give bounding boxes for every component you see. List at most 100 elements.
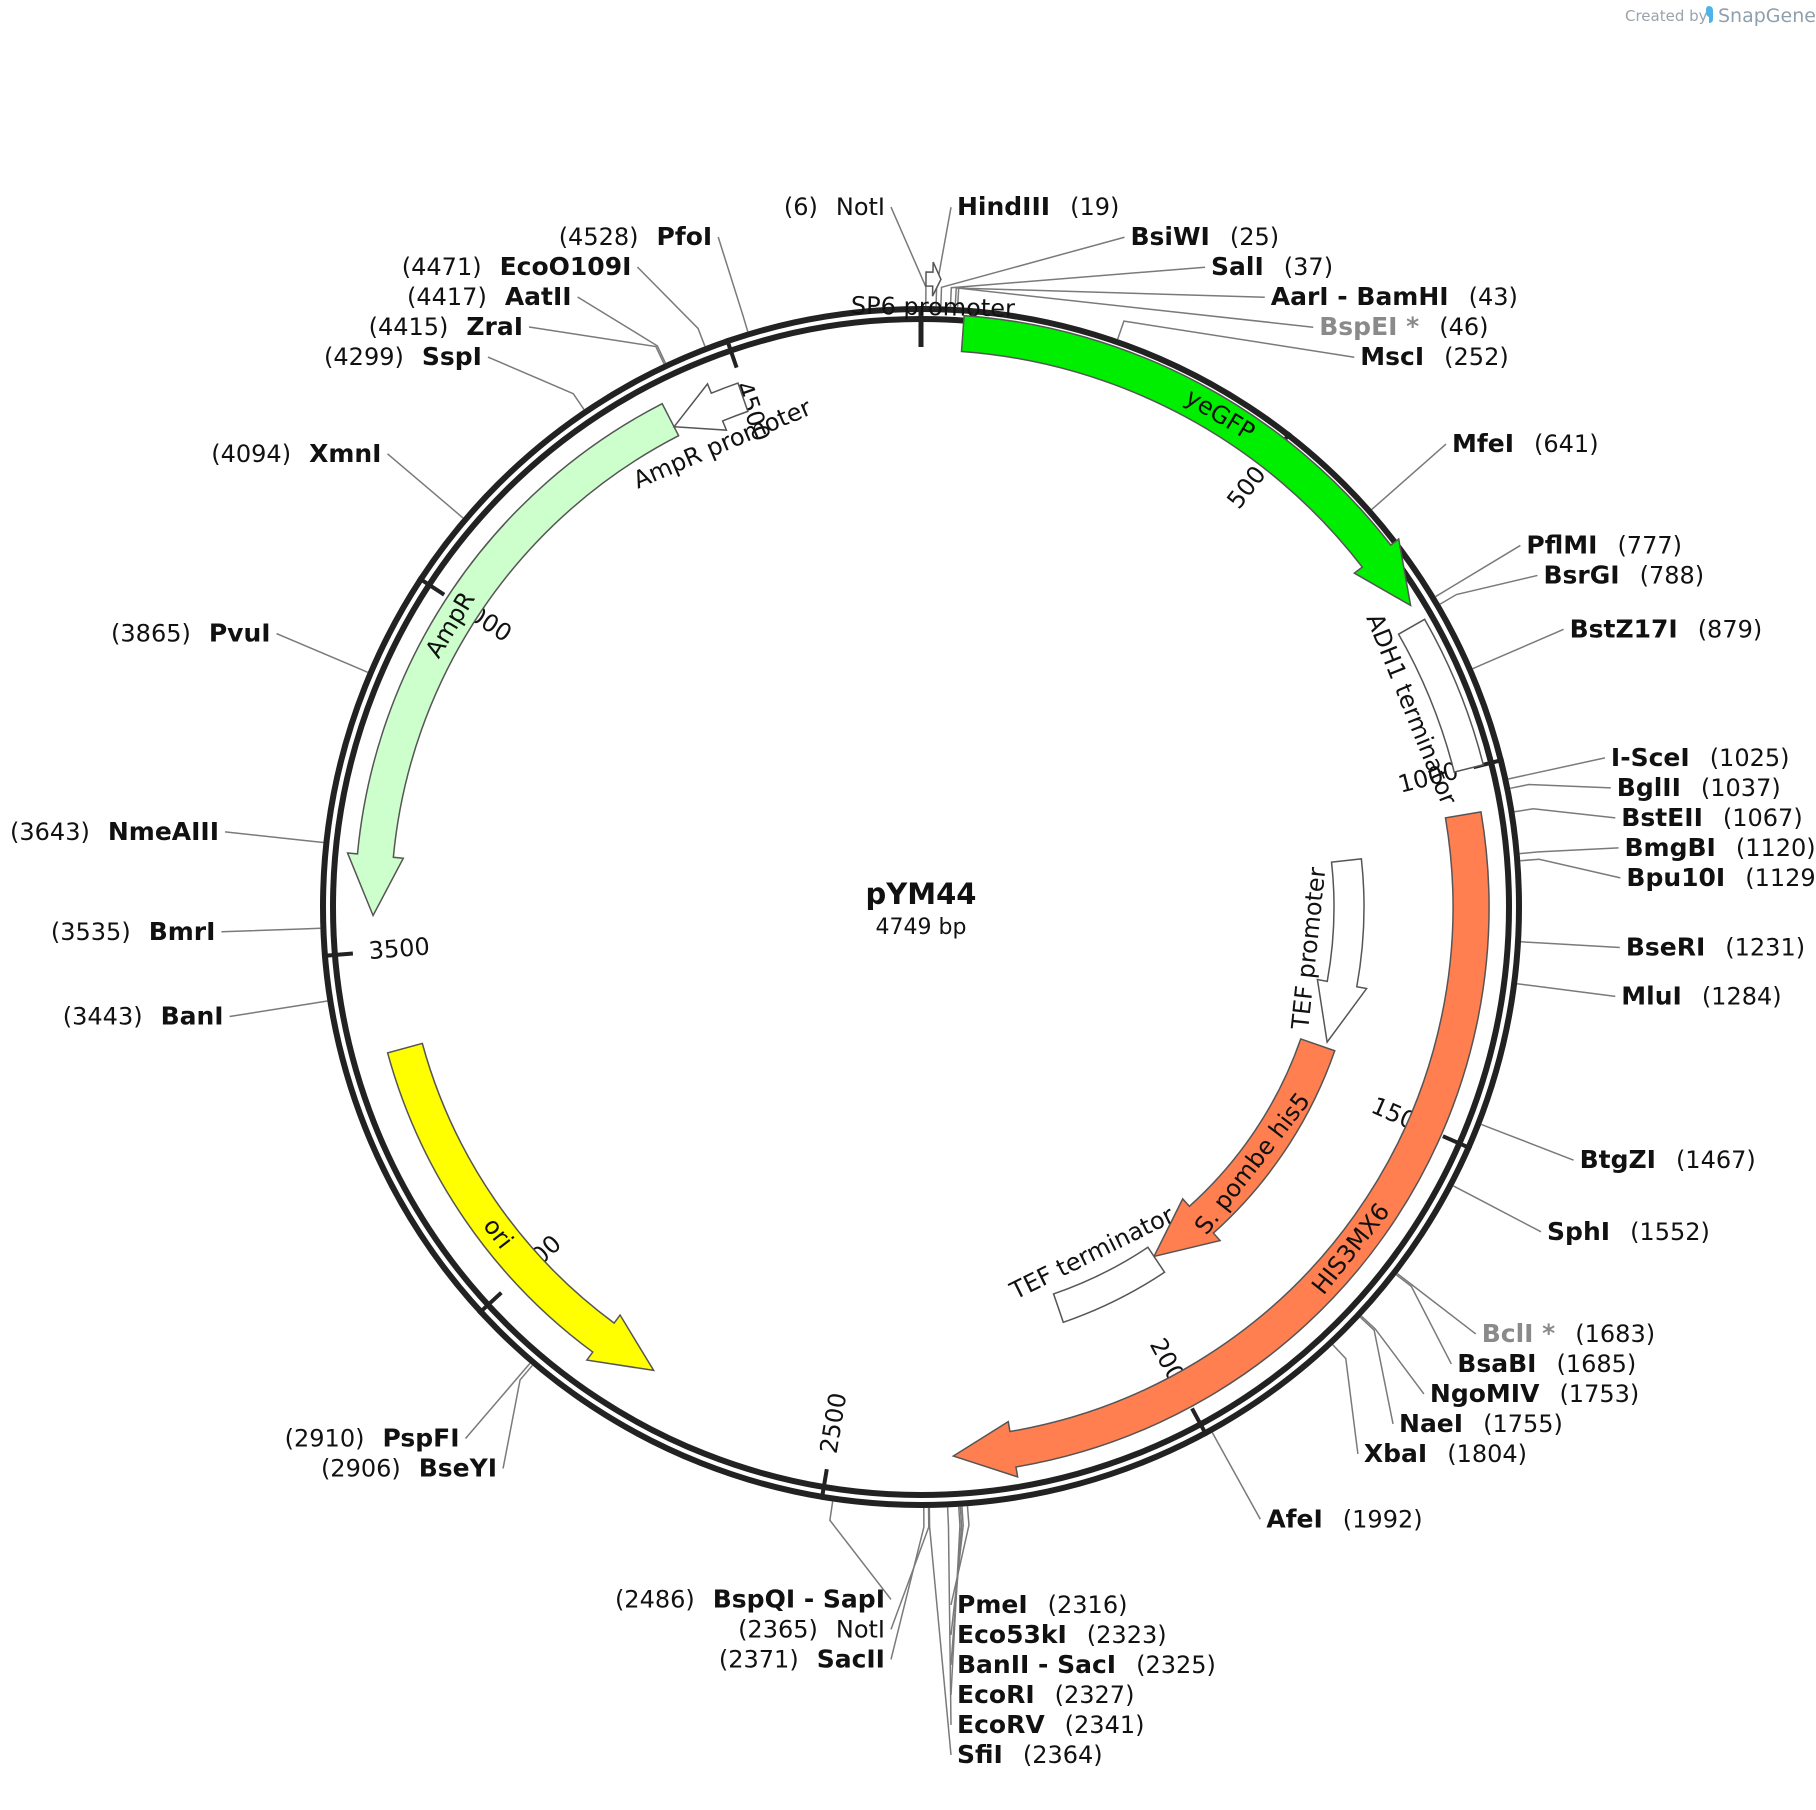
site-leader-btgzi-1467 (1481, 1123, 1574, 1161)
site-leader-pspfi-2910 (464, 1362, 531, 1440)
site-leader-bcli-1683 (1396, 1272, 1477, 1335)
site-label-pmei-2316: PmeI(2316) (957, 1590, 1127, 1619)
site-label-bsrgi-788: BsrGI(788) (1543, 560, 1704, 589)
site-leader-bglii-1037 (1510, 783, 1611, 790)
site-leader-sspi-4299 (487, 356, 585, 410)
site-leader-mlui-1284 (1516, 982, 1616, 998)
site-leader-i-scei-1025 (1508, 757, 1606, 780)
site-label-i-scei-1025: I-SceI(1025) (1611, 743, 1790, 772)
feature-s-pombe-his5 (1152, 1037, 1336, 1258)
site-label-xmni-4094: (4094)XmnI (211, 439, 381, 468)
tick-mark-3000 (477, 1291, 503, 1316)
site-leader-bsrgi-788 (1439, 574, 1538, 605)
site-label-eco53ki-2323: Eco53kI(2323) (957, 1620, 1167, 1649)
site-leader-bmgbi-1120 (1519, 847, 1619, 855)
site-leader-aatii-4417 (577, 296, 667, 364)
site-leader-naei-1755 (1359, 1316, 1394, 1425)
site-leader-sfii-2364 (928, 1507, 952, 1755)
site-leader-bsteii-1067 (1514, 808, 1616, 819)
site-leader-nmeaiii-3643 (224, 831, 324, 844)
site-leader-ecorv-2341 (946, 1507, 952, 1725)
site-label-xbai-1804: XbaI(1804) (1364, 1439, 1527, 1468)
site-label-bsteii-1067: BstEII(1067) (1621, 803, 1802, 832)
plasmid-name: pYM44 (866, 877, 977, 911)
site-leader-bspei-46 (956, 287, 1314, 328)
site-label-sfii-2364: SfiI(2364) (957, 1740, 1103, 1769)
site-label-sspi-4299: (4299)SspI (324, 342, 482, 371)
site-leader-pfoi-4528 (717, 236, 749, 332)
site-label-bpu10i-1129: Bpu10I(1129) (1626, 863, 1816, 892)
site-label-aari-bamhi-43: AarI - BamHI(43) (1271, 282, 1518, 311)
credit-text: Created by (1625, 7, 1708, 25)
site-label-bstz17i-879: BstZ17I(879) (1570, 614, 1763, 643)
tick-label-2500: 2500 (815, 1391, 853, 1456)
site-label-bani-3443: (3443)BanI (63, 1002, 224, 1031)
site-leader-sphi-1552 (1453, 1185, 1542, 1233)
site-leader-bseyi-2906 (502, 1364, 533, 1469)
brand-text: SnapGene (1718, 5, 1816, 27)
site-leader-eco53ki-2323 (950, 1506, 964, 1635)
plasmid-length: 4749 bp (876, 915, 967, 940)
site-leader-bsiwi-25 (940, 236, 1125, 307)
site-label-pfoi-4528: (4528)PfoI (559, 222, 713, 251)
site-leader-bmri-3535 (221, 927, 321, 933)
feature-ampr-promoter (672, 382, 749, 432)
feature-his3mx6 (951, 810, 1490, 1478)
site-leader-bseri-1231 (1520, 941, 1620, 949)
site-label-hindiii-19: HindIII(19) (957, 192, 1119, 221)
feature-tef-promoter (1316, 858, 1368, 1045)
site-label-sali-37: SalI(37) (1211, 252, 1333, 281)
tick-mark-4500 (724, 337, 739, 369)
feature-sp6-promoter (925, 261, 942, 297)
site-leader-xmni-4094 (387, 453, 464, 519)
site-leaders (221, 206, 1621, 1755)
site-label-bmri-3535: (3535)BmrI (51, 917, 216, 946)
site-leader-msci-252 (1116, 320, 1355, 358)
site-leader-bsabi-1685 (1395, 1274, 1452, 1365)
site-leader-mfei-641 (1371, 443, 1447, 511)
site-label-banii-saci-2325: BanII - SacI(2325) (957, 1650, 1216, 1679)
site-leader-aari-bamhi-43 (954, 287, 1265, 308)
feature-adh1-terminator (1397, 618, 1485, 774)
backbone (320, 306, 1522, 1508)
feature-label-s-pombe-his5: S. pombe his5 (1189, 1087, 1316, 1239)
tick-mark-1500 (1442, 1134, 1473, 1151)
snapgene-logo-icon (1706, 6, 1713, 23)
site-label-ecori-2327: EcoRI(2327) (957, 1680, 1134, 1709)
site-leader-bpu10i-1129 (1520, 858, 1621, 879)
site-leader-xbai-1804 (1332, 1344, 1359, 1455)
site-label-nmeaiii-3643: (3643)NmeAIII (10, 817, 219, 846)
site-leader-bstz17i-879 (1472, 628, 1564, 670)
site-leader-pvui-3865 (276, 632, 369, 673)
site-label-msci-252: MscI(252) (1360, 342, 1508, 371)
site-label-sphi-1552: SphI(1552) (1547, 1217, 1710, 1246)
site-label-pspfi-2910: (2910)PspFI (285, 1424, 460, 1453)
feature-yegfp (960, 314, 1412, 607)
site-leader-afei-1992 (1211, 1432, 1261, 1520)
site-leader-pflmi-777 (1435, 544, 1521, 598)
site-label-aatii-4417: (4417)AatII (407, 282, 572, 311)
site-label-sacii-2371: (2371)SacII (719, 1644, 885, 1673)
site-label-bmgbi-1120: BmgBI(1120) (1624, 833, 1815, 862)
site-label-btgzi-1467: BtgZI(1467) (1580, 1145, 1756, 1174)
site-label-zrai-4415: (4415)ZraI (369, 312, 523, 341)
site-label-bcli-1683: BclI *(1683) (1482, 1319, 1655, 1348)
site-label-pflmi-777: PflMI(777) (1526, 530, 1682, 559)
site-label-noti-2365: (2365)NotI (738, 1615, 885, 1643)
tick-mark-2000 (1190, 1407, 1209, 1437)
tick-mark-4000 (417, 576, 446, 597)
site-leader-sacii-2371 (890, 1507, 925, 1660)
site-label-afei-1992: AfeI(1992) (1266, 1504, 1422, 1533)
restriction-sites: HindIII(19)BsiWI(25)SalI(37)AarI - BamHI… (10, 192, 1816, 1769)
tick-label-3500: 3500 (368, 932, 431, 965)
site-leader-hindiii-19 (935, 207, 952, 307)
site-label-ecoo109i-4471: (4471)EcoO109I (402, 252, 632, 281)
site-leader-bani-3443 (229, 1000, 328, 1018)
site-label-mlui-1284: MluI(1284) (1621, 981, 1781, 1010)
site-leader-zrai-4415 (528, 326, 665, 365)
site-label-bspqi-sapi-2486: (2486)BspQI - SapI (615, 1584, 885, 1613)
site-label-bseyi-2906: (2906)BseYI (321, 1454, 497, 1483)
site-leader-ecoo109i-4471 (636, 266, 706, 347)
